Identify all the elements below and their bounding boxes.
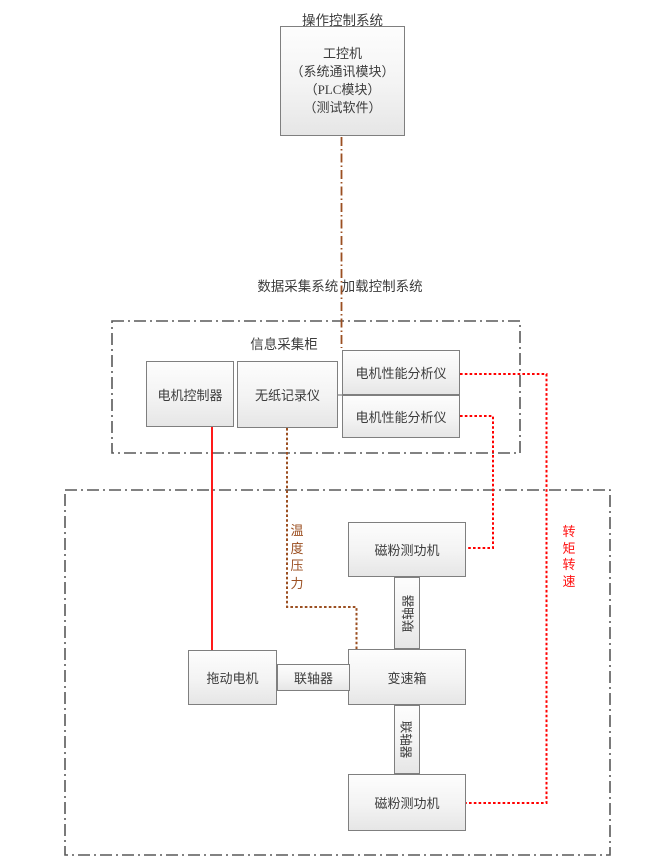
- torque-speed-label: 转矩转速: [562, 524, 576, 589]
- motor-controller-box: 电机控制器: [146, 361, 234, 427]
- coupling-mid-box: 联轴器: [277, 664, 350, 691]
- system-row-label: 数据采集系统 加载控制系统: [257, 279, 423, 294]
- ipc-line-1: 工控机: [322, 46, 362, 61]
- ipc-box: 工控机 （系统通讯模块） （PLC模块） （测试软件）: [280, 26, 405, 136]
- temp-pressure-label: 温度压力: [290, 523, 304, 591]
- coupling-bottom-box: 联轴器: [394, 705, 420, 774]
- dyno-bottom-box: 磁粉测功机: [348, 774, 466, 831]
- diagram-title: 操作控制系统: [302, 13, 383, 28]
- analyzer-bottom-box: 电机性能分析仪: [342, 395, 460, 438]
- coupling-top-label: 联轴器: [401, 594, 416, 632]
- info-cabinet-label: 信息采集柜: [250, 337, 318, 352]
- ipc-line-3: （PLC模块）: [304, 82, 381, 97]
- temp-pressure-dotted-line: [286, 428, 358, 649]
- gearbox-box: 变速箱: [348, 649, 466, 705]
- analyzer-top-box: 电机性能分析仪: [342, 350, 460, 395]
- dyno-top-box: 磁粉测功机: [348, 522, 466, 577]
- paperless-recorder-box: 无纸记录仪: [237, 361, 338, 428]
- drive-motor-box: 拖动电机: [188, 650, 277, 705]
- ipc-line-4: （测试软件）: [303, 100, 382, 115]
- coupling-bottom-label: 联轴器: [398, 720, 413, 759]
- torque-speed-line-1: [460, 373, 548, 804]
- ipc-line-2: （系统通讯模块）: [290, 64, 395, 79]
- coupling-top-box: 联轴器: [394, 577, 420, 649]
- info-cabinet-dashed-border: [111, 320, 521, 454]
- torque-speed-line-2: [460, 415, 494, 549]
- test-bench-dashed-border: [64, 489, 611, 856]
